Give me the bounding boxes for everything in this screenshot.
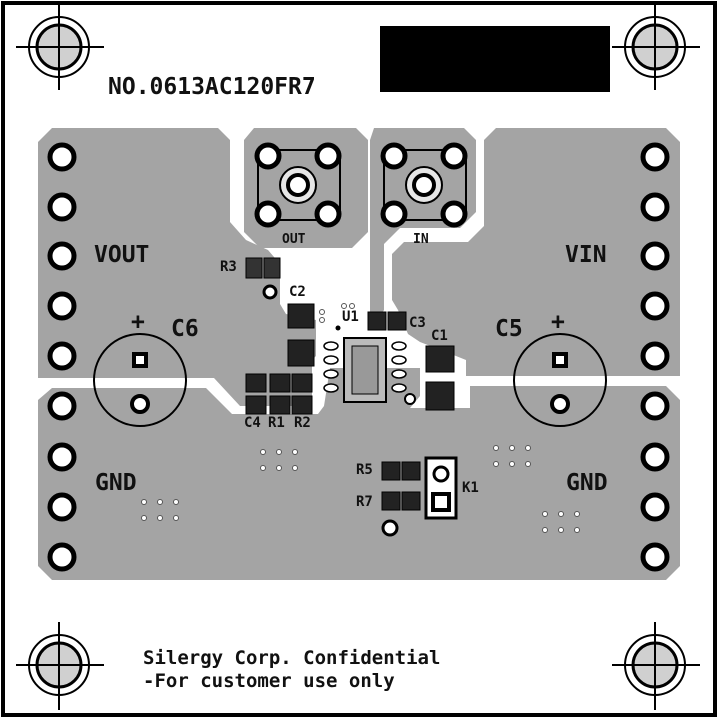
capacitor-c5 (513, 333, 607, 427)
label-block (380, 26, 610, 92)
mounting-hole-top-left (16, 4, 104, 90)
c6-polarity-label: + (131, 309, 145, 335)
c4-pad-top (245, 373, 267, 393)
c6-label: C6 (171, 316, 199, 342)
r1-label: R1 (268, 415, 285, 431)
out-connector-label: OUT (282, 232, 306, 247)
capacitor-c6 (93, 333, 187, 427)
test-point (381, 519, 399, 537)
gnd-right-label: GND (566, 470, 608, 496)
r5-label: R5 (356, 462, 373, 478)
c1-pad-top (425, 345, 455, 373)
c1-label: C1 (431, 328, 448, 344)
r1-pad-bottom (269, 395, 291, 415)
c3-label: C3 (409, 315, 426, 331)
footer-confidential-label: Silergy Corp. Confidential (143, 647, 441, 669)
out-sma-connector (254, 142, 342, 228)
r3-pad-b (263, 257, 281, 279)
r3-label: R3 (220, 259, 237, 275)
c4-label: C4 (244, 415, 261, 431)
k1-label: K1 (462, 480, 479, 496)
in-connector-pour (370, 128, 476, 320)
mounting-hole-bottom-left (16, 622, 104, 710)
c2-label: C2 (289, 284, 306, 300)
jumper-k1 (424, 456, 458, 520)
vias (141, 303, 580, 533)
mounting-hole-top-right (612, 4, 700, 90)
vin-pour (392, 128, 680, 376)
r3-pad-a (245, 257, 263, 279)
vin-label: VIN (565, 242, 607, 268)
mounting-hole-bottom-right (612, 622, 700, 710)
c2-pad-top (287, 303, 315, 329)
in-connector-label: IN (413, 232, 429, 247)
c4-pad-bottom (245, 395, 267, 415)
vout-pour (38, 128, 316, 406)
r5-pad-a (381, 461, 401, 481)
u1-label: U1 (342, 309, 359, 325)
smd-pads (245, 257, 455, 511)
mounting-holes (16, 4, 700, 710)
ic-u1 (323, 325, 416, 405)
c3-pad-b (387, 311, 407, 331)
gnd-pour (38, 368, 680, 580)
part-number-label: NO.0613AC120FR7 (108, 74, 316, 100)
r7-pad-a (381, 491, 401, 511)
r2-pad-bottom (291, 395, 313, 415)
c2-pad-bottom (287, 339, 315, 367)
r7-label: R7 (356, 494, 373, 510)
r5-pad-b (401, 461, 421, 481)
r1-pad-top (269, 373, 291, 393)
r2-label: R2 (294, 415, 311, 431)
c5-polarity-label: + (551, 309, 565, 335)
copper-pours (38, 128, 680, 580)
gnd-left-label: GND (95, 470, 137, 496)
r7-pad-b (401, 491, 421, 511)
c3-pad-a (367, 311, 387, 331)
vout-label: VOUT (94, 242, 150, 268)
c1-pad-bottom (425, 381, 455, 411)
right-terminal-pins (640, 142, 670, 572)
in-sma-connector (380, 142, 468, 228)
footer-customer-label: -For customer use only (143, 670, 395, 692)
r2-pad-top (291, 373, 313, 393)
c5-label: C5 (495, 316, 523, 342)
left-terminal-pins (47, 142, 77, 572)
